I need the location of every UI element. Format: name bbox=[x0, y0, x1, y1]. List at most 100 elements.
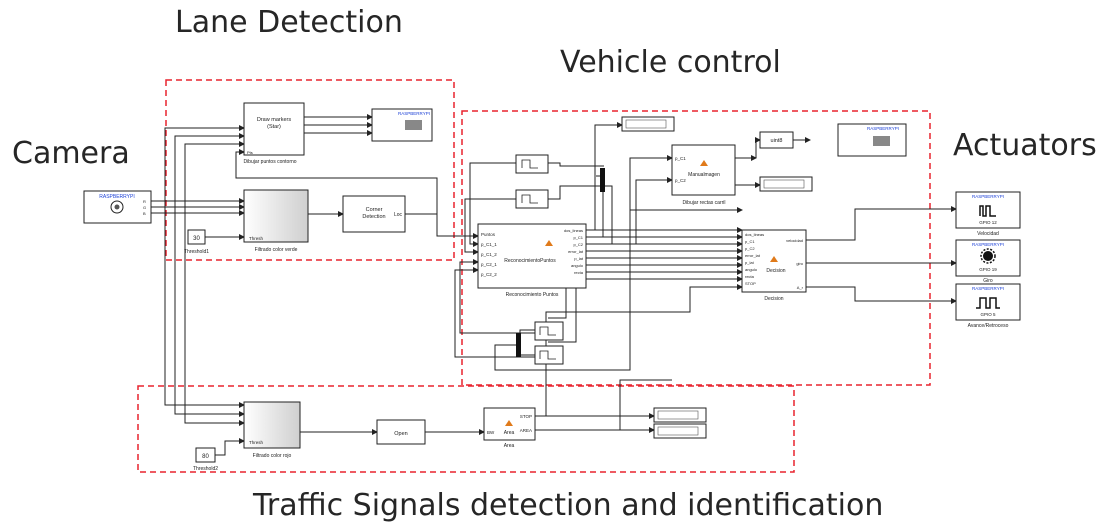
vehicle-control-label: Vehicle control bbox=[560, 45, 781, 80]
dibujar-rectas-caption: Dibujar rectas carril bbox=[682, 200, 725, 206]
rp-out-angulo: angulo bbox=[571, 263, 584, 268]
lane-display-text: RASPBERRYPI bbox=[398, 111, 430, 116]
camera-label: Camera bbox=[12, 136, 130, 171]
mux-bar-bottom bbox=[516, 333, 521, 357]
traffic-signals-label: Traffic Signals detection and identifica… bbox=[253, 488, 884, 523]
dec-in-pc1: p_C1 bbox=[745, 239, 755, 244]
dec-out-giro: giro bbox=[796, 261, 803, 266]
display-top[interactable] bbox=[621, 116, 675, 132]
cam-port-g: G bbox=[143, 205, 146, 210]
matlab-icon-4 bbox=[505, 420, 513, 426]
filtrado-verde-caption: Filtrado color verde bbox=[255, 247, 298, 253]
rp-out-pc2: p_C2 bbox=[573, 242, 583, 247]
avance-caption: Avance/Retroceso bbox=[968, 323, 1009, 329]
rp-out-pc1: p_C1 bbox=[573, 235, 583, 240]
manual-imagen-block[interactable]: p_C1 p_C2 Manualmagen Dibujar rectas car… bbox=[671, 144, 736, 206]
memory-block-1[interactable] bbox=[515, 154, 549, 174]
rp-port-pc12: p_C1_2 bbox=[481, 252, 497, 257]
pwm-icon bbox=[979, 205, 996, 217]
gpio5-block[interactable]: RASPBERRYPI GPIO 5 Avance/Retroceso bbox=[955, 283, 1021, 329]
threshold1-caption: Threshold1 bbox=[184, 249, 209, 255]
lane-detection-label: Lane Detection bbox=[175, 5, 403, 40]
rp-out-recta: recta bbox=[574, 270, 584, 275]
traffic-signals-region bbox=[137, 385, 795, 473]
dec-function-name: Decision bbox=[766, 268, 785, 274]
memory-block-3[interactable] bbox=[534, 321, 564, 341]
decision-block[interactable]: dos_lineas p_C1 p_C2 error_lat p_lat ang… bbox=[741, 229, 807, 302]
draw-markers-sub: (Star) bbox=[267, 124, 281, 130]
camera-raspberry-block[interactable]: RASPBERRYPI R G B bbox=[83, 190, 152, 224]
connection-lines bbox=[151, 114, 957, 456]
matlab-icon-3 bbox=[770, 256, 778, 262]
memory-block-4[interactable] bbox=[534, 345, 564, 365]
gpio19-block[interactable]: RASPBERRYPI GPIO 19 Giro bbox=[955, 239, 1021, 284]
dec-in-angulo: angulo bbox=[745, 267, 758, 272]
lane-display-block[interactable]: RASPBERRYPI bbox=[371, 108, 433, 142]
cam-port-r: R bbox=[143, 199, 146, 204]
mux-bar-top bbox=[600, 168, 605, 192]
draw-markers-block[interactable]: Draw markers (Star) Pts Dibujar puntos c… bbox=[243, 102, 305, 165]
filtrado-verde-block[interactable]: Thresh Filtrado color verde bbox=[243, 189, 309, 253]
uint8-block[interactable]: uint8 bbox=[759, 131, 794, 149]
rp-port-pc11: p_C1_1 bbox=[481, 242, 497, 247]
gpio12-rasp: RASPBERRYPI bbox=[972, 194, 1004, 199]
vehicle-display-block[interactable]: RASPBERRYPI bbox=[837, 123, 907, 157]
monitor-icon bbox=[405, 120, 422, 130]
display-mid[interactable] bbox=[759, 176, 813, 192]
gpio12-text: GPIO 12 bbox=[979, 220, 997, 225]
servo-icon bbox=[983, 251, 993, 261]
gpio12-block[interactable]: RASPBERRYPI GPIO 12 Velocidad bbox=[955, 191, 1021, 237]
corner-text: Corner bbox=[366, 207, 383, 213]
const-80-text: 80 bbox=[202, 454, 209, 460]
monitor-icon-2 bbox=[873, 136, 890, 146]
dec-in-pc2: p_C2 bbox=[745, 246, 755, 251]
rp-port-pc22: p_C2_2 bbox=[481, 272, 497, 277]
dec-in-recta: recta bbox=[745, 274, 755, 279]
rp-out-plat: p_lat bbox=[574, 256, 584, 261]
threshold2-constant[interactable]: 80 Threshold2 bbox=[193, 447, 218, 472]
actuators-label: Actuators bbox=[953, 128, 1097, 163]
area-port-area: AREA bbox=[520, 428, 532, 433]
rp-out-dos: dos_lineas bbox=[564, 228, 583, 233]
giro-caption: Giro bbox=[983, 278, 993, 284]
loc-port: Loc bbox=[394, 212, 403, 218]
area-caption: Area bbox=[504, 443, 515, 449]
dec-in-dos: dos_lineas bbox=[745, 232, 764, 237]
dibujar-puntos-caption: Dibujar puntos contorno bbox=[243, 159, 296, 165]
dec-out-ar: A_r bbox=[797, 285, 804, 290]
open-block[interactable]: Open bbox=[376, 419, 426, 445]
threshold1-constant[interactable]: 30 Threshold1 bbox=[184, 229, 209, 255]
area-block[interactable]: BW STOP AREA Area Area bbox=[483, 407, 536, 449]
mi-function-name: Manualmagen bbox=[688, 172, 720, 178]
dec-in-error: error_lat bbox=[745, 253, 761, 258]
gpio19-rasp: RASPBERRYPI bbox=[972, 242, 1004, 247]
gpio5-text: GPIO 5 bbox=[980, 312, 996, 317]
cam-port-b: B bbox=[143, 211, 146, 216]
rp-port-puntos: Puntos bbox=[481, 232, 496, 237]
detection-text: Detection bbox=[362, 214, 385, 220]
velocidad-caption: Velocidad bbox=[977, 231, 999, 237]
rp-port-pc21: p_C2_1 bbox=[481, 262, 497, 267]
display-bottom-1[interactable] bbox=[653, 407, 707, 423]
threshold2-caption: Threshold2 bbox=[193, 466, 218, 472]
reconocimiento-puntos-block[interactable]: Puntos p_C1_1 p_C1_2 p_C2_1 p_C2_2 Recon… bbox=[477, 223, 587, 298]
display-bottom-2[interactable] bbox=[653, 423, 707, 439]
filtrado-rojo-block[interactable]: Thresh Filtrado color rojo bbox=[243, 401, 301, 459]
memory-block-2[interactable] bbox=[515, 189, 549, 209]
rp-function-name: ReconocimientoPuntos bbox=[504, 258, 556, 264]
corner-detection-block[interactable]: Corner Detection Loc bbox=[342, 195, 406, 233]
area-function-name: Area bbox=[504, 430, 515, 436]
rp-out-error: error_lat bbox=[568, 249, 584, 254]
gpio5-rasp: RASPBERRYPI bbox=[972, 286, 1004, 291]
matlab-icon-2 bbox=[700, 160, 708, 166]
camera-rasp-text: RASPBERRYPI bbox=[99, 194, 134, 200]
dec-in-stop: STOP bbox=[745, 281, 756, 286]
rp-caption: Reconocimiento Puntos bbox=[506, 292, 559, 298]
dec-out-vel: velocidad bbox=[786, 238, 803, 243]
thresh2-port: Thresh bbox=[249, 440, 264, 445]
uint8-text: uint8 bbox=[771, 138, 783, 144]
open-text: Open bbox=[394, 431, 407, 437]
draw-markers-pts: Pts bbox=[247, 150, 253, 155]
